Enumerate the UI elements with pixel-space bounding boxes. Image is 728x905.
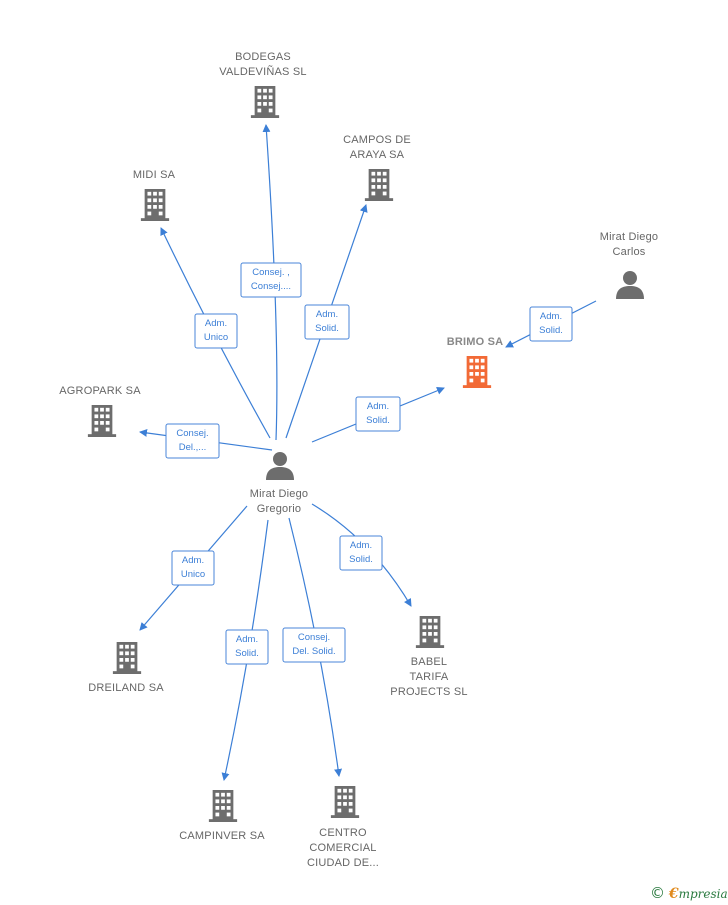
building-icon xyxy=(112,642,142,674)
edge-label-brimo[interactable]: Adm. Solid. xyxy=(355,396,401,432)
empresia-logo-initial: € xyxy=(668,886,679,902)
node-centro[interactable]: CENTRO COMERCIAL CIUDAD DE... xyxy=(307,786,379,869)
node-label: CIUDAD DE... xyxy=(307,857,379,869)
node-label: CAMPOS DE xyxy=(343,134,411,146)
node-label: Carlos xyxy=(613,246,646,258)
edge-label-text: Adm. xyxy=(182,555,204,566)
edge-label-dreiland[interactable]: Adm. Unico xyxy=(171,550,215,586)
edge-label-text: Solid. xyxy=(315,323,339,334)
edge-label-text: Adm. xyxy=(350,540,372,551)
node-label: AGROPARK SA xyxy=(59,385,141,397)
building-icon xyxy=(87,405,117,437)
edge-label-text: Del.,... xyxy=(179,442,206,453)
edge-label-box xyxy=(165,423,220,459)
node-agropark[interactable]: AGROPARK SA xyxy=(59,385,141,437)
edge-label-text: Consej. xyxy=(176,428,208,439)
edge-label-box xyxy=(304,304,350,340)
building-icon xyxy=(250,86,280,118)
edge-label-brimo-mirat_carlos[interactable]: Adm. Solid. xyxy=(529,306,573,342)
node-label: TARIFA xyxy=(410,671,449,683)
building-icon xyxy=(462,356,492,388)
edge-label-text: Consej. xyxy=(298,632,330,643)
node-label: MIDI SA xyxy=(133,169,176,181)
edge-label-campinver[interactable]: Adm. Solid. xyxy=(225,629,269,665)
edge-label-agropark[interactable]: Consej. Del.,... xyxy=(165,423,220,459)
edge-label-text: Unico xyxy=(181,569,205,580)
edge-label-text: Consej.... xyxy=(251,281,291,292)
edge-label-box xyxy=(225,629,269,665)
node-babel[interactable]: BABEL TARIFA PROJECTS SL xyxy=(390,616,467,698)
node-label: COMERCIAL xyxy=(309,842,376,854)
edge-label-midi[interactable]: Adm. Unico xyxy=(194,313,238,349)
edge-label-text: Adm. xyxy=(205,318,227,329)
node-label: Mirat Diego xyxy=(250,488,308,500)
edge-label-box xyxy=(339,535,383,571)
node-campinver[interactable]: CAMPINVER SA xyxy=(179,790,265,842)
node-label: BABEL xyxy=(411,656,447,668)
node-label: BODEGAS xyxy=(235,51,291,63)
node-campos[interactable]: CAMPOS DE ARAYA SA xyxy=(343,134,411,201)
edge-label-text: Unico xyxy=(204,332,228,343)
node-brimo[interactable]: BRIMO SA xyxy=(447,336,504,388)
edge-label-babel[interactable]: Adm. Solid. xyxy=(339,535,383,571)
edge-label-box xyxy=(240,262,302,298)
copyright-icon: © xyxy=(650,884,665,902)
edge-label-text: Solid. xyxy=(366,415,390,426)
node-label: Gregorio xyxy=(257,503,301,515)
edge-label-box xyxy=(194,313,238,349)
edge-label-box xyxy=(282,627,346,663)
edge-label-text: Adm. xyxy=(540,311,562,322)
edge-label-text: Consej. , xyxy=(252,267,290,278)
node-dreiland[interactable]: DREILAND SA xyxy=(88,642,164,694)
node-label: DREILAND SA xyxy=(88,682,164,694)
node-midi[interactable]: MIDI SA xyxy=(133,169,176,221)
edge-label-text: Solid. xyxy=(539,325,563,336)
edge-label-centro[interactable]: Consej. Del. Solid. xyxy=(282,627,346,663)
node-bodegas[interactable]: BODEGAS VALDEVIÑAS SL xyxy=(219,51,306,118)
building-icon xyxy=(415,616,445,648)
node-label: CENTRO xyxy=(319,827,367,839)
empresia-watermark: © €mpresia xyxy=(650,884,728,902)
edge-label-text: Adm. xyxy=(316,309,338,320)
node-label: BRIMO SA xyxy=(447,336,504,348)
empresia-logo-text: mpresia xyxy=(678,887,728,901)
person-icon xyxy=(616,271,644,299)
node-label: Mirat Diego xyxy=(600,231,658,243)
building-icon xyxy=(364,169,394,201)
edge-label-campos[interactable]: Adm. Solid. xyxy=(304,304,350,340)
edge-label-text: Adm. xyxy=(367,401,389,412)
edge-label-text: Adm. xyxy=(236,634,258,645)
edge-label-text: Solid. xyxy=(235,648,259,659)
building-icon xyxy=(330,786,360,818)
node-label: ARAYA SA xyxy=(350,149,405,161)
node-label: CAMPINVER SA xyxy=(179,830,265,842)
edge-label-text: Del. Solid. xyxy=(292,646,335,657)
node-label: VALDEVIÑAS SL xyxy=(219,65,306,78)
edge-label-text: Solid. xyxy=(349,554,373,565)
node-label: PROJECTS SL xyxy=(390,686,467,698)
person-icon xyxy=(266,452,294,480)
edge-label-bodegas[interactable]: Consej. , Consej.... xyxy=(240,262,302,298)
edge-label-box xyxy=(529,306,573,342)
edge-center-bodegas xyxy=(262,124,278,441)
edge-label-box xyxy=(355,396,401,432)
edge-label-box xyxy=(171,550,215,586)
building-icon xyxy=(208,790,238,822)
building-icon xyxy=(140,189,170,221)
